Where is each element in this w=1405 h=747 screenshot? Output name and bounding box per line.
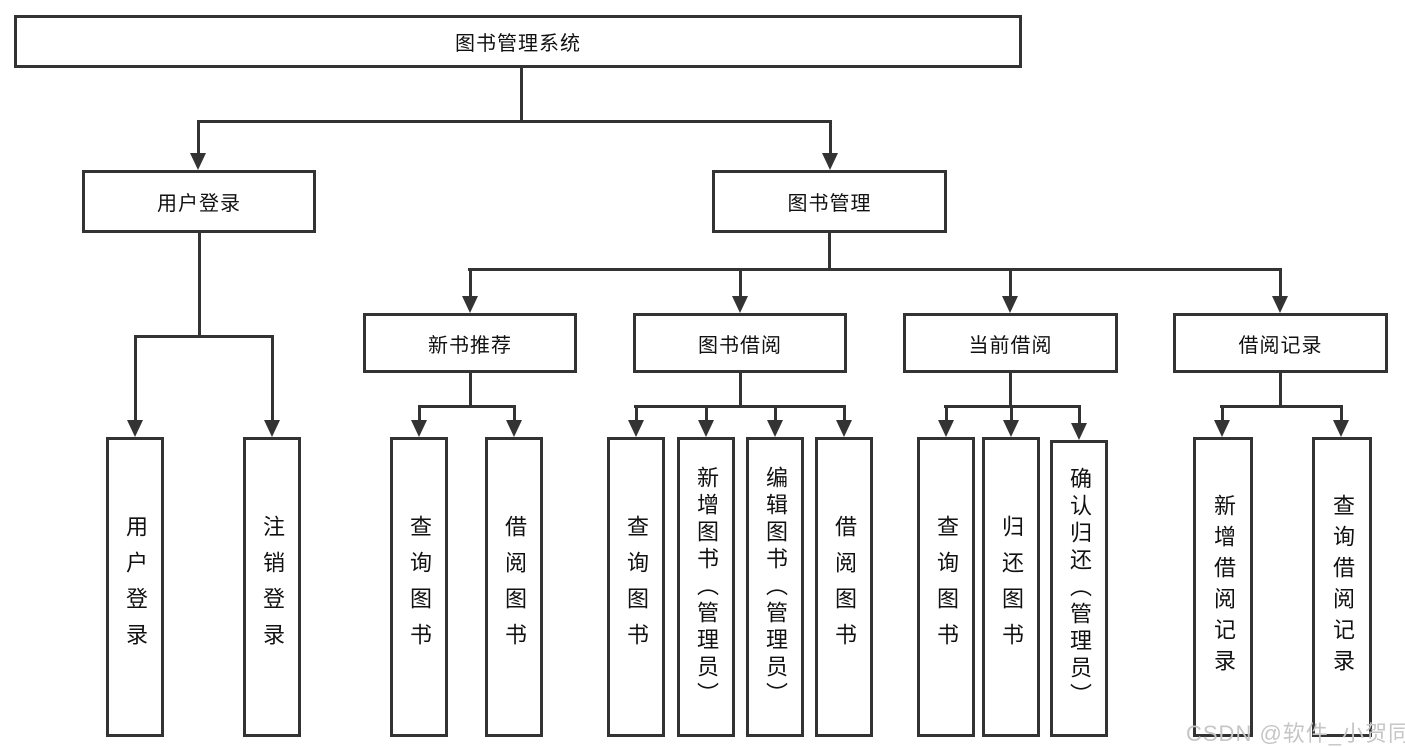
leaf-recommend-query-book: 查询图书 xyxy=(390,437,448,737)
leaf-borrow-borrow-book-label: 借阅图书 xyxy=(832,515,857,659)
arrow-down-icon xyxy=(732,296,748,313)
connector-borrow-rail xyxy=(634,405,846,408)
arrow-down-icon xyxy=(1214,420,1230,437)
connector-root-drop-right xyxy=(829,120,832,154)
arrow-down-icon xyxy=(127,420,143,437)
node-book-borrow: 图书借阅 xyxy=(633,313,847,373)
leaf-current-return-book-label: 归还图书 xyxy=(999,515,1024,659)
leaf-borrow-edit-book-admin-label: 编辑图书（管理员） xyxy=(763,465,788,709)
connector-records-rail xyxy=(1220,405,1343,408)
connector-current-drop-3 xyxy=(1078,405,1081,423)
connector-recommend-drop-2 xyxy=(513,405,516,420)
node-user-login: 用户登录 xyxy=(82,170,316,233)
leaf-borrow-query-book: 查询图书 xyxy=(607,437,665,737)
arrow-down-icon xyxy=(462,296,478,313)
arrow-down-icon xyxy=(190,153,206,170)
node-new-book-recommend-label: 新书推荐 xyxy=(428,334,512,357)
arrow-down-icon xyxy=(411,420,427,437)
connector-mgmt-rail xyxy=(468,268,1282,271)
arrow-down-icon xyxy=(1333,420,1349,437)
leaf-borrow-add-book-admin: 新增图书（管理员） xyxy=(677,437,735,737)
node-current-borrow: 当前借阅 xyxy=(903,313,1118,373)
leaf-current-query-book: 查询图书 xyxy=(917,437,975,737)
leaf-recommend-borrow-book-label: 借阅图书 xyxy=(502,515,527,659)
node-new-book-recommend: 新书推荐 xyxy=(363,313,577,373)
connector-mgmt-drop-4 xyxy=(1279,268,1282,297)
leaf-current-return-book: 归还图书 xyxy=(982,437,1040,737)
leaf-records-add-record: 新增借阅记录 xyxy=(1193,437,1253,737)
arrow-down-icon xyxy=(767,420,783,437)
connector-current-stem xyxy=(1009,373,1012,405)
connector-borrow-drop-1 xyxy=(635,405,638,420)
connector-borrow-drop-3 xyxy=(774,405,777,420)
leaf-user-logout: 注销登录 xyxy=(243,437,301,737)
connector-current-drop-2 xyxy=(1010,405,1013,420)
leaf-records-query-record-label: 查询借阅记录 xyxy=(1330,494,1355,680)
arrow-down-icon xyxy=(628,420,644,437)
arrow-down-icon xyxy=(698,420,714,437)
leaf-user-login: 用户登录 xyxy=(106,437,164,737)
node-root-system: 图书管理系统 xyxy=(14,15,1022,68)
connector-recommend-stem xyxy=(469,373,472,405)
leaf-records-add-record-label: 新增借阅记录 xyxy=(1211,494,1236,680)
connector-mgmt-drop-2 xyxy=(739,268,742,297)
arrow-down-icon xyxy=(264,420,280,437)
connector-records-drop-1 xyxy=(1221,405,1224,420)
connector-mgmt-stem xyxy=(828,233,831,268)
leaf-borrow-edit-book-admin: 编辑图书（管理员） xyxy=(746,437,804,737)
connector-recommend-drop-1 xyxy=(418,405,421,420)
arrow-down-icon xyxy=(1002,296,1018,313)
arrow-down-icon xyxy=(836,420,852,437)
connector-records-stem xyxy=(1279,373,1282,405)
connector-root-rail xyxy=(197,120,832,123)
arrow-down-icon xyxy=(1071,423,1087,440)
node-current-borrow-label: 当前借阅 xyxy=(968,334,1053,357)
leaf-current-query-book-label: 查询图书 xyxy=(934,515,959,659)
connector-mgmt-drop-1 xyxy=(469,268,472,297)
leaf-borrow-add-book-admin-label: 新增图书（管理员） xyxy=(694,465,719,709)
leaf-user-login-label: 用户登录 xyxy=(123,515,148,659)
connector-login-drop-2 xyxy=(271,335,274,420)
connector-root-stem xyxy=(520,68,523,120)
leaf-user-logout-label: 注销登录 xyxy=(260,515,285,659)
connector-records-drop-2 xyxy=(1340,405,1343,420)
connector-login-drop-1 xyxy=(134,335,137,420)
node-book-management: 图书管理 xyxy=(712,170,947,233)
arrow-down-icon xyxy=(1003,420,1019,437)
connector-borrow-drop-2 xyxy=(705,405,708,420)
leaf-records-query-record: 查询借阅记录 xyxy=(1312,437,1372,737)
csdn-watermark: CSDN @软件_小贺同学 xyxy=(1186,721,1405,746)
leaf-current-confirm-return-admin: 确认归还（管理员） xyxy=(1050,440,1108,737)
leaf-recommend-query-book-label: 查询图书 xyxy=(407,515,432,659)
leaf-borrow-borrow-book: 借阅图书 xyxy=(815,437,873,737)
leaf-recommend-borrow-book: 借阅图书 xyxy=(485,437,543,737)
connector-login-stem xyxy=(198,233,201,335)
node-borrow-records-label: 借阅记录 xyxy=(1238,334,1323,357)
node-book-management-label: 图书管理 xyxy=(787,193,872,215)
arrow-down-icon xyxy=(1272,296,1288,313)
node-root-label: 图书管理系统 xyxy=(455,33,581,55)
node-borrow-records: 借阅记录 xyxy=(1173,313,1388,373)
node-user-login-label: 用户登录 xyxy=(157,193,241,215)
arrow-down-icon xyxy=(938,420,954,437)
leaf-current-confirm-return-admin-label: 确认归还（管理员） xyxy=(1067,467,1092,710)
connector-current-drop-1 xyxy=(945,405,948,420)
connector-recommend-rail xyxy=(418,405,516,408)
leaf-borrow-query-book-label: 查询图书 xyxy=(624,515,649,659)
node-book-borrow-label: 图书借阅 xyxy=(698,334,782,357)
connector-borrow-drop-4 xyxy=(843,405,846,420)
connector-mgmt-drop-3 xyxy=(1009,268,1012,297)
arrow-down-icon xyxy=(822,153,838,170)
connector-borrow-stem xyxy=(739,373,742,405)
arrow-down-icon xyxy=(506,420,522,437)
connector-login-rail xyxy=(134,335,274,338)
connector-root-drop-left xyxy=(197,120,200,154)
